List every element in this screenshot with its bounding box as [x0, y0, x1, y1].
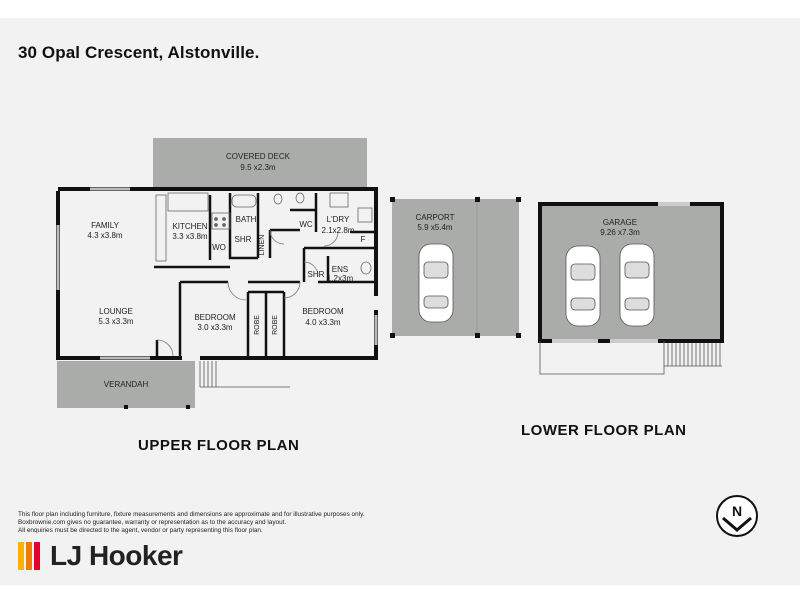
carport-area [392, 199, 519, 336]
compass-letter: N [732, 503, 742, 519]
room-bedroom1-name: BEDROOM [194, 313, 236, 322]
room-carport-name: CARPORT [416, 213, 455, 222]
property-address-title: 30 Opal Crescent, Alstonville. [18, 43, 260, 62]
room-bath-name: BATH [236, 215, 257, 224]
room-covered-deck-size: 9.5 x2.3m [240, 163, 275, 172]
room-wc-name: WC [299, 220, 313, 229]
room-shr-name: SHR [235, 235, 252, 244]
room-verandah-name: VERANDAH [104, 380, 149, 389]
room-linen-name: LINEN [259, 235, 266, 256]
room-kitchen-size: 3.3 x3.8m [172, 232, 207, 241]
room-ens-shr-name: SHR [308, 270, 325, 279]
room-carport-size: 5.9 x5.4m [417, 223, 452, 232]
room-ens-name: ENS [332, 265, 348, 274]
lower-floor-plan-label: LOWER FLOOR PLAN [521, 422, 687, 439]
room-wo-name: WO [212, 243, 226, 252]
car-icon [418, 243, 454, 323]
room-garage-name: GARAGE [603, 218, 637, 227]
room-robe1-name: ROBE [254, 315, 261, 335]
room-kitchen-name: KITCHEN [172, 222, 207, 231]
upper-floor-plan-label: UPPER FLOOR PLAN [138, 437, 300, 454]
lower-room-labels: CARPORT 5.9 x5.4m GARAGE 9.26 x7.3m [416, 213, 641, 237]
door-swings [156, 229, 339, 357]
room-covered-deck-name: COVERED DECK [226, 152, 291, 161]
fixtures [155, 192, 373, 275]
room-lounge-size: 5.3 x3.3m [98, 317, 133, 326]
room-f-name: F [361, 235, 366, 244]
disclaimer: This floor plan including furniture, fix… [18, 511, 365, 535]
brand-stripes-icon [18, 542, 42, 570]
upper-interior-walls [154, 193, 376, 358]
room-bedroom1-size: 3.0 x3.3m [197, 323, 232, 332]
brand-logo: LJ Hooker [18, 540, 183, 571]
room-garage-size: 9.26 x7.3m [600, 228, 640, 237]
car-icon [565, 243, 655, 327]
brand-name: LJ Hooker [50, 540, 183, 571]
room-bedroom2-size: 4.0 x3.3m [305, 318, 340, 327]
north-arrow-icon: N [716, 495, 758, 537]
room-family-size: 4.3 x3.8m [87, 231, 122, 240]
windows [56, 187, 378, 360]
room-ens-size: 1.2x3m [327, 274, 354, 283]
room-robe2-name: ROBE [272, 315, 279, 335]
room-laundry-name: L'DRY [327, 215, 350, 224]
disclaimer-line: All enquiries must be directed to the ag… [18, 527, 263, 534]
upper-room-labels: COVERED DECK 9.5 x2.3m FAMILY 4.3 x3.8m … [87, 152, 365, 389]
disclaimer-line: Boxbrownie.com gives no guarantee, warra… [18, 519, 287, 526]
covered-deck-area [153, 138, 367, 189]
room-bedroom2-name: BEDROOM [302, 307, 344, 316]
front-steps [199, 361, 290, 388]
room-laundry-size: 2.1x2.8m [322, 226, 355, 235]
garage-apron [539, 341, 722, 375]
disclaimer-line: This floor plan including furniture, fix… [18, 511, 365, 518]
room-family-name: FAMILY [91, 221, 120, 230]
room-lounge-name: LOUNGE [99, 307, 133, 316]
verandah-area [57, 361, 195, 408]
